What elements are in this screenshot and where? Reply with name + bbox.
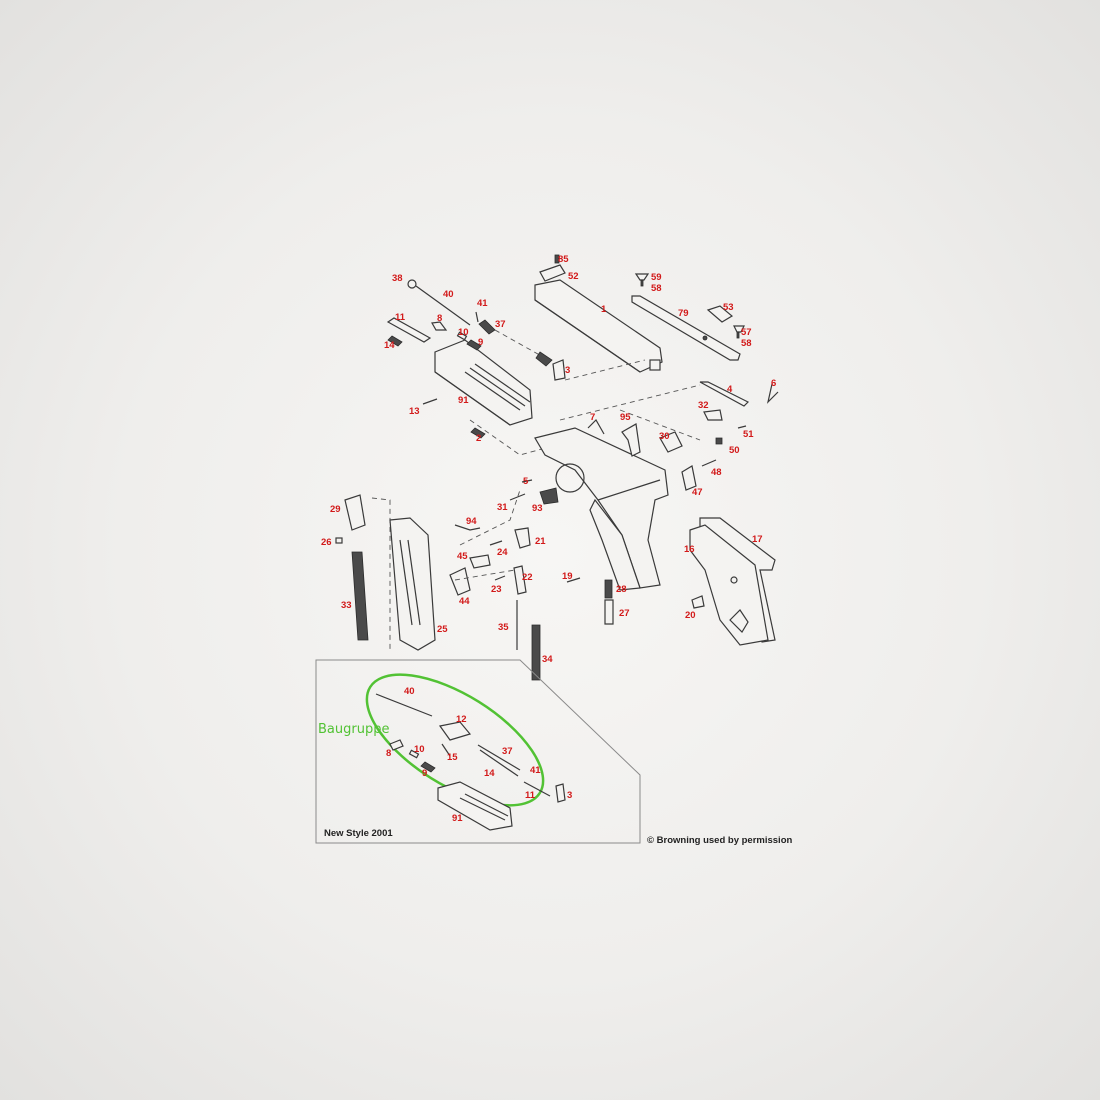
grip-panel-16 (689, 524, 769, 646)
part-number: 37 (495, 319, 506, 330)
part-number: 21 (535, 536, 546, 547)
part-number: 5 (523, 476, 529, 487)
part-number: 51 (743, 429, 754, 440)
part-numbers: 85 52 38 40 41 37 1 59 58 79 53 57 58 11… (321, 254, 776, 665)
part-number: 13 (409, 406, 420, 417)
part-number: 53 (723, 302, 734, 313)
part-number: 8 (437, 313, 442, 324)
rod-part-40 (407, 279, 471, 326)
part-number: 44 (459, 596, 470, 607)
trigger-area-parts (509, 381, 779, 505)
pin-part-41 (475, 311, 479, 323)
part-number: 4 (727, 384, 733, 395)
part-number: 85 (558, 254, 569, 265)
inset-labels: Baugruppe 40 12 10 8 15 37 9 14 41 11 3 … (318, 686, 572, 839)
rear-sight-assembly (631, 273, 745, 361)
barrel-part (534, 279, 663, 373)
part-number: 91 (458, 395, 469, 406)
part-number: 16 (684, 544, 695, 555)
lower-small-parts (449, 524, 614, 681)
part-number: 9 (478, 337, 483, 348)
inset-part-number: 15 (447, 752, 458, 763)
inset-part-number: 37 (502, 746, 513, 757)
bolt-part-91 (434, 339, 533, 426)
inset-part-number: 14 (484, 768, 495, 779)
part-number: 79 (678, 308, 689, 319)
part-number: 19 (562, 571, 573, 582)
part-number: 22 (522, 572, 533, 583)
part-number: 34 (542, 654, 553, 665)
part-number: 24 (497, 547, 508, 558)
part-number: 32 (698, 400, 709, 411)
part-number: 35 (498, 622, 509, 633)
part-number: 25 (437, 624, 448, 635)
part-number: 58 (741, 338, 752, 349)
inset-part-number: 12 (456, 714, 467, 725)
part-number: 28 (616, 584, 627, 595)
part-number: 1 (601, 304, 607, 315)
inset-part-number: 10 (414, 744, 425, 755)
part-number: 48 (711, 467, 722, 478)
inset-caption: New Style 2001 (324, 828, 393, 839)
inset-part-number: 40 (404, 686, 415, 697)
part-number: 20 (685, 610, 696, 621)
spring-part-37 (478, 319, 496, 335)
part-number: 17 (752, 534, 763, 545)
part-number: 31 (497, 502, 508, 513)
part-number: 23 (491, 584, 502, 595)
part-number: 93 (532, 503, 543, 514)
group-label: Baugruppe (318, 722, 389, 737)
small-parts-cluster (386, 317, 566, 439)
part-number: 47 (692, 487, 703, 498)
part-number: 52 (568, 271, 579, 282)
part-number: 27 (619, 608, 630, 619)
inset-part-number: 3 (567, 790, 572, 801)
inset-part-number: 41 (530, 765, 541, 776)
part-number: 29 (330, 504, 341, 515)
part-number: 3 (565, 365, 570, 376)
inset-part-number: 11 (525, 790, 536, 801)
part-number: 14 (384, 340, 395, 351)
part-number: 30 (659, 431, 670, 442)
front-sight-part (539, 254, 566, 282)
part-number: 59 (651, 272, 662, 283)
part-number: 2 (476, 433, 481, 444)
inset-parts (375, 693, 566, 831)
part-number: 58 (651, 283, 662, 294)
inset-part-number: 9 (422, 768, 427, 779)
part-number: 45 (457, 551, 468, 562)
part-number: 95 (620, 412, 631, 423)
frame-part (534, 427, 669, 591)
part-number: 50 (729, 445, 740, 456)
copyright-text: © Browning used by permission (647, 835, 792, 846)
inset-part-number: 8 (386, 748, 391, 759)
part-number: 38 (392, 273, 403, 284)
part-number: 7 (590, 412, 595, 423)
part-number: 11 (395, 312, 406, 323)
part-number: 57 (741, 327, 752, 338)
part-number: 26 (321, 537, 332, 548)
inset-part-number: 91 (452, 813, 463, 824)
spring-part (535, 351, 553, 367)
part-number: 6 (771, 378, 776, 389)
part-number: 10 (458, 327, 469, 338)
inset-frame (315, 659, 641, 844)
magazine-parts (335, 494, 436, 651)
part-number: 94 (466, 516, 477, 527)
highlight-ellipse (365, 673, 545, 807)
grip-screw-20 (691, 595, 705, 609)
part-number: 40 (443, 289, 454, 300)
part-number: 33 (341, 600, 352, 611)
part-number: 41 (477, 298, 488, 309)
